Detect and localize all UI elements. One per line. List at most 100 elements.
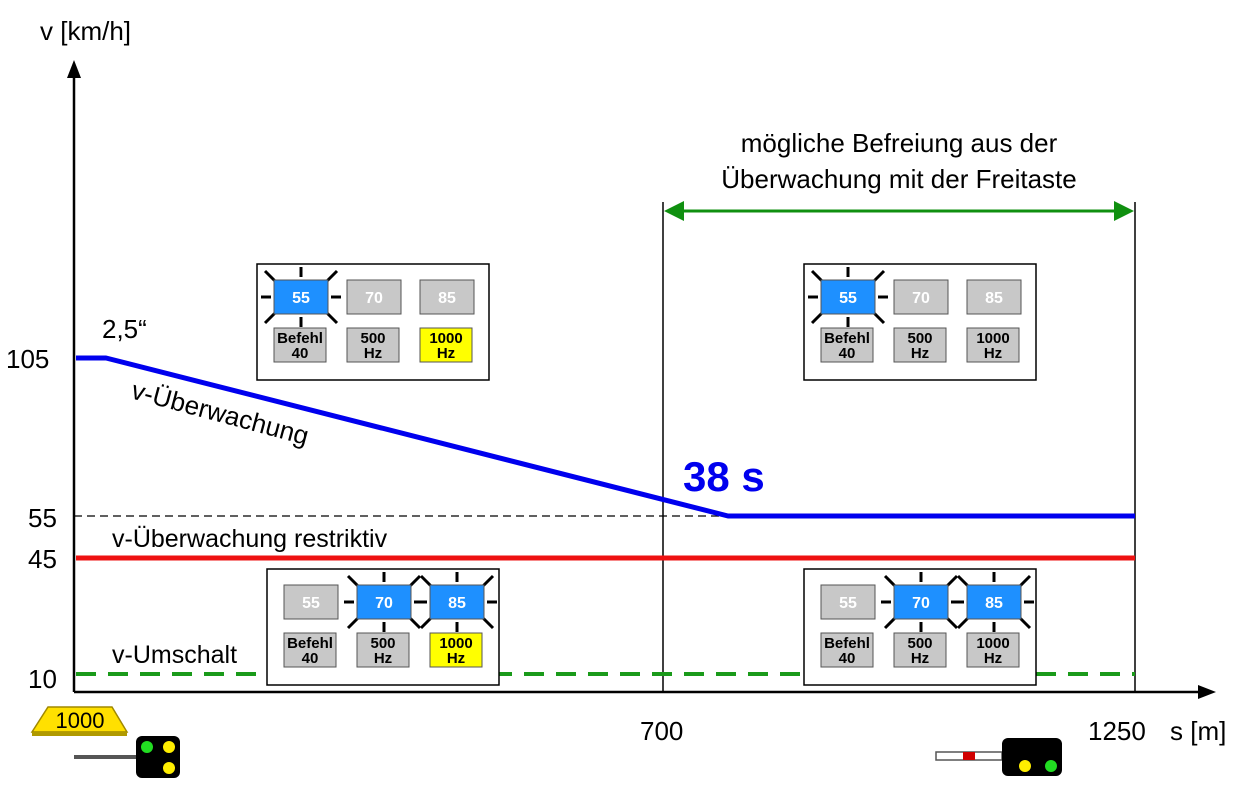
signal-lamp-yellow — [163, 762, 175, 774]
speed-lamp-85: 85 — [419, 279, 475, 315]
speed-lamp-text: 85 — [448, 595, 466, 612]
release-text-line2: Überwachung mit der Freitaste — [721, 164, 1076, 194]
mode-indicator-line2: Hz — [437, 345, 455, 362]
mode-indicator-line2: Hz — [447, 650, 465, 667]
speed-lamp-face — [273, 279, 329, 315]
mode-indicator-line1: 500 — [360, 330, 385, 347]
speed-lamp-85: 85 — [966, 279, 1022, 315]
speed-lamp-face — [893, 279, 949, 315]
speed-lamp-text: 70 — [912, 595, 930, 612]
speed-lamp-text: 55 — [839, 595, 857, 612]
signal-left — [74, 736, 180, 778]
x-tick-700: 700 — [640, 716, 683, 746]
y-tick-55: 55 — [28, 503, 57, 533]
speed-lamp-70: 70 — [344, 572, 424, 632]
y-axis-label: v [km/h] — [40, 16, 131, 46]
speed-lamp-85: 85 — [954, 572, 1034, 632]
release-arrow — [664, 201, 1134, 221]
speed-lamp-face — [283, 584, 339, 620]
delay-label: 2,5“ — [102, 314, 147, 344]
mode-indicator-face — [820, 327, 874, 363]
mode-indicator-line2: Hz — [984, 345, 1002, 362]
mode-indicator-line1: 1000 — [429, 330, 462, 347]
mode-indicator-line1: Befehl — [824, 330, 870, 347]
mode-indicator-line2: Hz — [374, 650, 392, 667]
speed-lamp-55: 55 — [808, 267, 888, 327]
mode-indicator-line1: Befehl — [287, 635, 333, 652]
speed-lamp-70: 70 — [881, 572, 961, 632]
mode-indicator-face — [429, 632, 483, 668]
y-tick-105: 105 — [6, 344, 49, 374]
speed-lamp-face — [966, 279, 1022, 315]
signal-lamp-off — [141, 762, 153, 774]
mode-indicator-line2: 40 — [302, 650, 319, 667]
speed-lamp-face — [966, 584, 1022, 620]
x-axis-arrowhead — [1198, 685, 1216, 699]
speed-lamp-text: 55 — [839, 290, 857, 307]
duration-label: 38 s — [683, 453, 765, 500]
mode-indicator-face — [966, 632, 1020, 668]
speed-lamp-text: 85 — [985, 290, 1003, 307]
mode-indicator-face — [283, 632, 337, 668]
mode-indicator-line1: 500 — [907, 330, 932, 347]
mode-indicator-face — [346, 327, 400, 363]
speed-lamp-face — [419, 279, 475, 315]
signal-lamp-green — [141, 741, 153, 753]
mode-indicator-line2: 40 — [839, 650, 856, 667]
speed-lamp-70: 70 — [346, 279, 402, 315]
speed-lamp-70: 70 — [893, 279, 949, 315]
mode-indicator-line2: 40 — [839, 345, 856, 362]
speed-lamp-face — [820, 584, 876, 620]
speed-lamp-55: 55 — [820, 584, 876, 620]
speed-lamp-text: 85 — [985, 595, 1003, 612]
speed-lamp-face — [429, 584, 485, 620]
speed-lamp-face — [346, 279, 402, 315]
mode-indicator-face — [356, 632, 410, 668]
v-monitoring-curve — [76, 355, 1135, 519]
y-axis-arrowhead — [67, 60, 81, 78]
mode-indicator-line1: 500 — [370, 635, 395, 652]
speed-lamp-text: 70 — [912, 290, 930, 307]
magnet-sign-1000: 1000 — [30, 706, 129, 736]
speed-lamp-text: 85 — [438, 290, 456, 307]
speed-lamp-face — [356, 584, 412, 620]
speed-lamp-text: 55 — [302, 595, 320, 612]
mode-indicator-face — [893, 632, 947, 668]
v-restrictive-label: v-Überwachung restriktiv — [112, 525, 388, 553]
mode-indicator-line1: Befehl — [277, 330, 323, 347]
magnet-sign-text: 1000 — [56, 708, 105, 733]
speed-lamp-text: 55 — [292, 290, 310, 307]
mode-indicator-line2: Hz — [364, 345, 382, 362]
mode-indicator-face — [419, 327, 473, 363]
speed-lamp-face — [820, 279, 876, 315]
signal-right — [935, 738, 1062, 776]
mode-indicator-line2: Hz — [984, 650, 1002, 667]
mode-indicator-line2: 40 — [292, 345, 309, 362]
speed-lamp-text: 70 — [365, 290, 383, 307]
mode-indicator-face — [893, 327, 947, 363]
speed-lamp-face — [893, 584, 949, 620]
mode-indicator-line1: 500 — [907, 635, 932, 652]
signal-lamp-yellow — [1019, 760, 1031, 772]
speed-lamp-text: 70 — [375, 595, 393, 612]
x-axis-label: s [m] — [1170, 716, 1226, 746]
mode-indicator-line1: Befehl — [824, 635, 870, 652]
release-text-line1: mögliche Befreiung aus der — [741, 128, 1058, 158]
speed-lamp-55: 55 — [261, 267, 341, 327]
signal-lamp-green — [1045, 760, 1057, 772]
